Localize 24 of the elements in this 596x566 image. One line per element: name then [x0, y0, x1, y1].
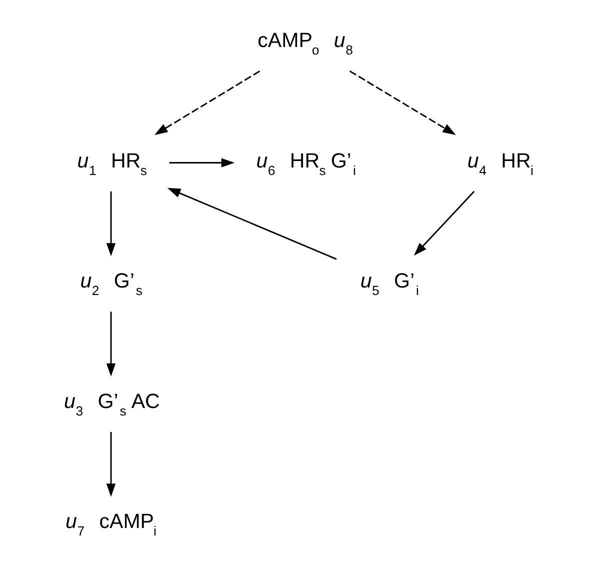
node-label: u$_{2}$	[80, 270, 100, 298]
arrow	[167, 188, 337, 260]
node-text: cAMP$_{o}$	[258, 29, 320, 58]
node-label: u$_{3}$	[64, 390, 84, 418]
arrow	[106, 191, 116, 256]
arrow	[349, 70, 456, 135]
node-label: u$_{4}$	[467, 149, 486, 178]
node-text: G’$_{s}$	[114, 270, 143, 298]
node-label: u$_{6}$	[256, 149, 276, 178]
arrow	[106, 312, 116, 377]
node-text: G’$_{s}$ AC	[98, 390, 160, 418]
arrow	[414, 190, 475, 256]
node-text: cAMP$_{i}$	[99, 510, 156, 539]
arrow	[154, 70, 260, 135]
node-text: HR$_{s}$ G’$_{i}$	[290, 149, 356, 178]
arrow	[106, 432, 116, 497]
arrow	[169, 158, 235, 168]
node-label: u$_{1}$	[77, 149, 96, 178]
node-text: HR$_{s}$	[111, 149, 147, 178]
node-text: G’$_{i}$	[394, 270, 420, 298]
node-text: HR$_{i}$	[501, 149, 534, 178]
node-label: u$_{5}$	[360, 270, 380, 298]
node-label: u$_{7}$	[66, 510, 85, 539]
node-label: u$_{8}$	[334, 29, 354, 58]
